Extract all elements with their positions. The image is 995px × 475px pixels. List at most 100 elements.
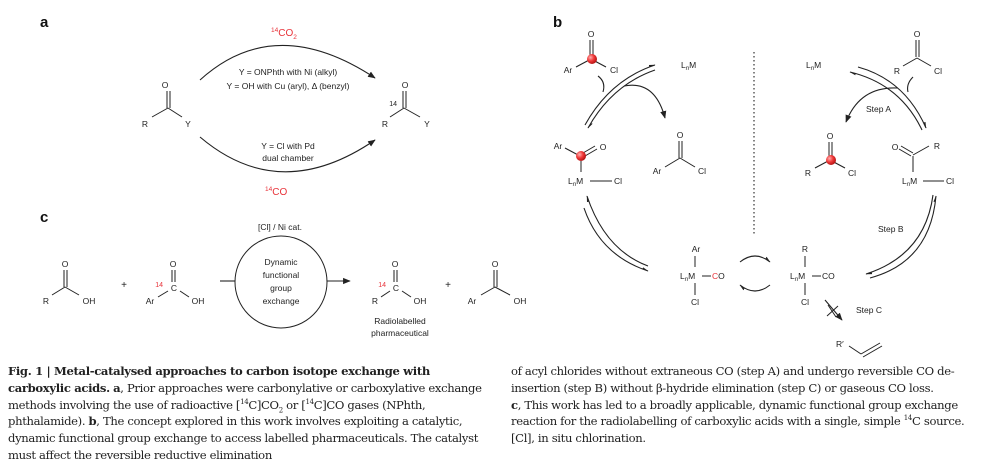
catalyst-label: [Cl] / Ni cat. — [258, 222, 302, 232]
molecule-acyl-y: O R Y — [142, 80, 191, 129]
arrow-top-carboxylation — [199, 45, 376, 81]
arrow-deinsertion-left — [583, 207, 649, 272]
atom-o: O — [170, 259, 177, 269]
arrow-step-b-deinsertion — [865, 194, 934, 275]
atom-c: C — [171, 283, 177, 293]
caption-text: of acyl chlorides without extraneous CO … — [511, 364, 955, 395]
atom-cl: Cl — [848, 168, 856, 178]
carbonyl-metal-complex-alkyl: R LnM CO Cl — [790, 244, 835, 307]
caption-c-label: c — [511, 397, 518, 412]
step-c-label: Step C — [856, 305, 882, 315]
caption-text: , Prior approaches were carbonylative or… — [8, 380, 482, 412]
panel-c: c O R OH + O 14 C Ar OH [Cl] / Ni cat. D… — [40, 209, 526, 338]
atom-r-prime: R′ — [836, 339, 844, 349]
molecule-labelled-acyl-y: O 14 R Y — [382, 80, 430, 129]
circle-text: group — [270, 283, 292, 293]
arrow-reductive-elimination-right — [849, 71, 923, 131]
isotope-label: 14 — [378, 282, 386, 289]
acyl-metal-complex-alkyl: O R LnM Cl — [892, 141, 954, 188]
panel-c-label: c — [40, 209, 48, 226]
labelled-carbon-ball — [587, 54, 597, 64]
aryl-acyl-chloride: O Ar Cl — [653, 130, 706, 176]
metal-lnm: LnM — [902, 176, 917, 188]
caption-superscript: 14 — [903, 414, 913, 423]
cross-mark — [827, 304, 837, 318]
isotope-label: 14 — [155, 282, 163, 289]
metal-complex-lnm: LnM — [681, 60, 696, 72]
caption-superscript: 14 — [305, 397, 314, 406]
atom-ar: Ar — [554, 141, 563, 151]
atom-cl: Cl — [934, 66, 942, 76]
molecule-aryl-acid: O Ar OH — [468, 259, 527, 306]
atom-r: R — [382, 119, 388, 129]
step-a-label: Step A — [866, 104, 891, 114]
molecule-labelled-aryl-acid: O 14 C Ar OH — [146, 259, 205, 306]
labelled-co: CO — [712, 271, 725, 281]
reagent-14co2: 14CO2 — [271, 27, 297, 41]
co: CO — [822, 271, 835, 281]
atom-r: R — [802, 244, 808, 254]
arrow-release-acyl-chloride — [623, 84, 667, 119]
figure-caption-left: Fig. 1 | Metal-catalysed approaches to c… — [8, 363, 496, 464]
atom-r: R — [894, 66, 900, 76]
alkene: R′ — [836, 339, 883, 358]
arrow-oxidative-addition — [584, 64, 656, 126]
atom-o: O — [392, 259, 399, 269]
panel-b-label: b — [553, 14, 562, 31]
atom-cl: Cl — [614, 176, 622, 186]
arrow-co-exchange-bottom — [739, 284, 771, 292]
molecule-carboxylic-acid: O R OH — [43, 259, 95, 306]
atom-o: O — [62, 259, 69, 269]
arrow-reductive-elimination — [587, 69, 656, 129]
product-label: Radiolabelled — [374, 316, 426, 326]
atom-o: O — [677, 130, 684, 140]
atom-c: C — [393, 283, 399, 293]
top-condition-2: Y = OH with Cu (aryl), Δ (benzyl) — [227, 81, 350, 91]
atom-cl: Cl — [801, 297, 809, 307]
metal-lnm: LnM — [680, 271, 695, 283]
atom-oh: OH — [414, 296, 427, 306]
atom-r: R — [934, 141, 940, 151]
top-condition-1: Y = ONPhth with Ni (alkyl) — [239, 67, 338, 77]
atom-r: R — [372, 296, 378, 306]
atom-o: O — [492, 259, 499, 269]
arrow-insertion-left — [586, 195, 649, 267]
atom-o: O — [402, 80, 409, 90]
exchange-circle — [234, 235, 328, 329]
atom-o: O — [914, 29, 921, 39]
labelled-carbon-ball — [826, 155, 836, 165]
product-label: pharmaceutical — [371, 328, 429, 338]
atom-o: O — [162, 80, 169, 90]
panel-a-label: a — [40, 14, 49, 31]
circle-text: exchange — [263, 296, 300, 306]
atom-ar: Ar — [692, 244, 701, 254]
atom-oh: OH — [83, 296, 96, 306]
caption-text: C source. [Cl], in situ chlorination. — [511, 414, 965, 446]
molecule-radiolabelled-product: O 14 C R OH Radiolabelled pharmaceutical — [371, 259, 429, 338]
atom-ar: Ar — [468, 296, 477, 306]
circle-text: Dynamic — [264, 257, 298, 267]
arrow-tail — [597, 75, 605, 93]
metal-lnm: LnM — [790, 271, 805, 283]
step-b-label: Step B — [878, 224, 904, 234]
atom-r: R — [43, 296, 49, 306]
atom-cl: Cl — [691, 297, 699, 307]
caption-text: C]CO — [248, 397, 279, 412]
caption-title: Fig. 1 | Metal-catalysed approaches to c… — [8, 364, 430, 395]
atom-y: Y — [185, 119, 191, 129]
plus-sign: + — [121, 280, 127, 291]
caption-text: or [ — [282, 397, 306, 412]
atom-ar: Ar — [146, 296, 155, 306]
atom-oh: OH — [514, 296, 527, 306]
carbonyl-metal-complex-aryl: Ar LnM CO Cl — [680, 244, 725, 307]
plus-sign: + — [445, 280, 451, 291]
alkyl-acyl-chloride-labelled: O R Cl — [805, 131, 856, 178]
caption-subscript: 2 — [278, 405, 283, 414]
caption-text: , The concept explored in this work invo… — [8, 414, 479, 462]
arrow-oxidative-addition-right — [857, 66, 927, 129]
atom-ar: Ar — [564, 65, 573, 75]
figure-caption-right: of acyl chlorides without extraneous CO … — [511, 363, 991, 447]
arrow-tail-right — [907, 76, 914, 93]
atom-cl: Cl — [610, 65, 618, 75]
panel-a: a 14CO2 Y = ONPhth with Ni (alkyl) Y = O… — [40, 14, 430, 198]
